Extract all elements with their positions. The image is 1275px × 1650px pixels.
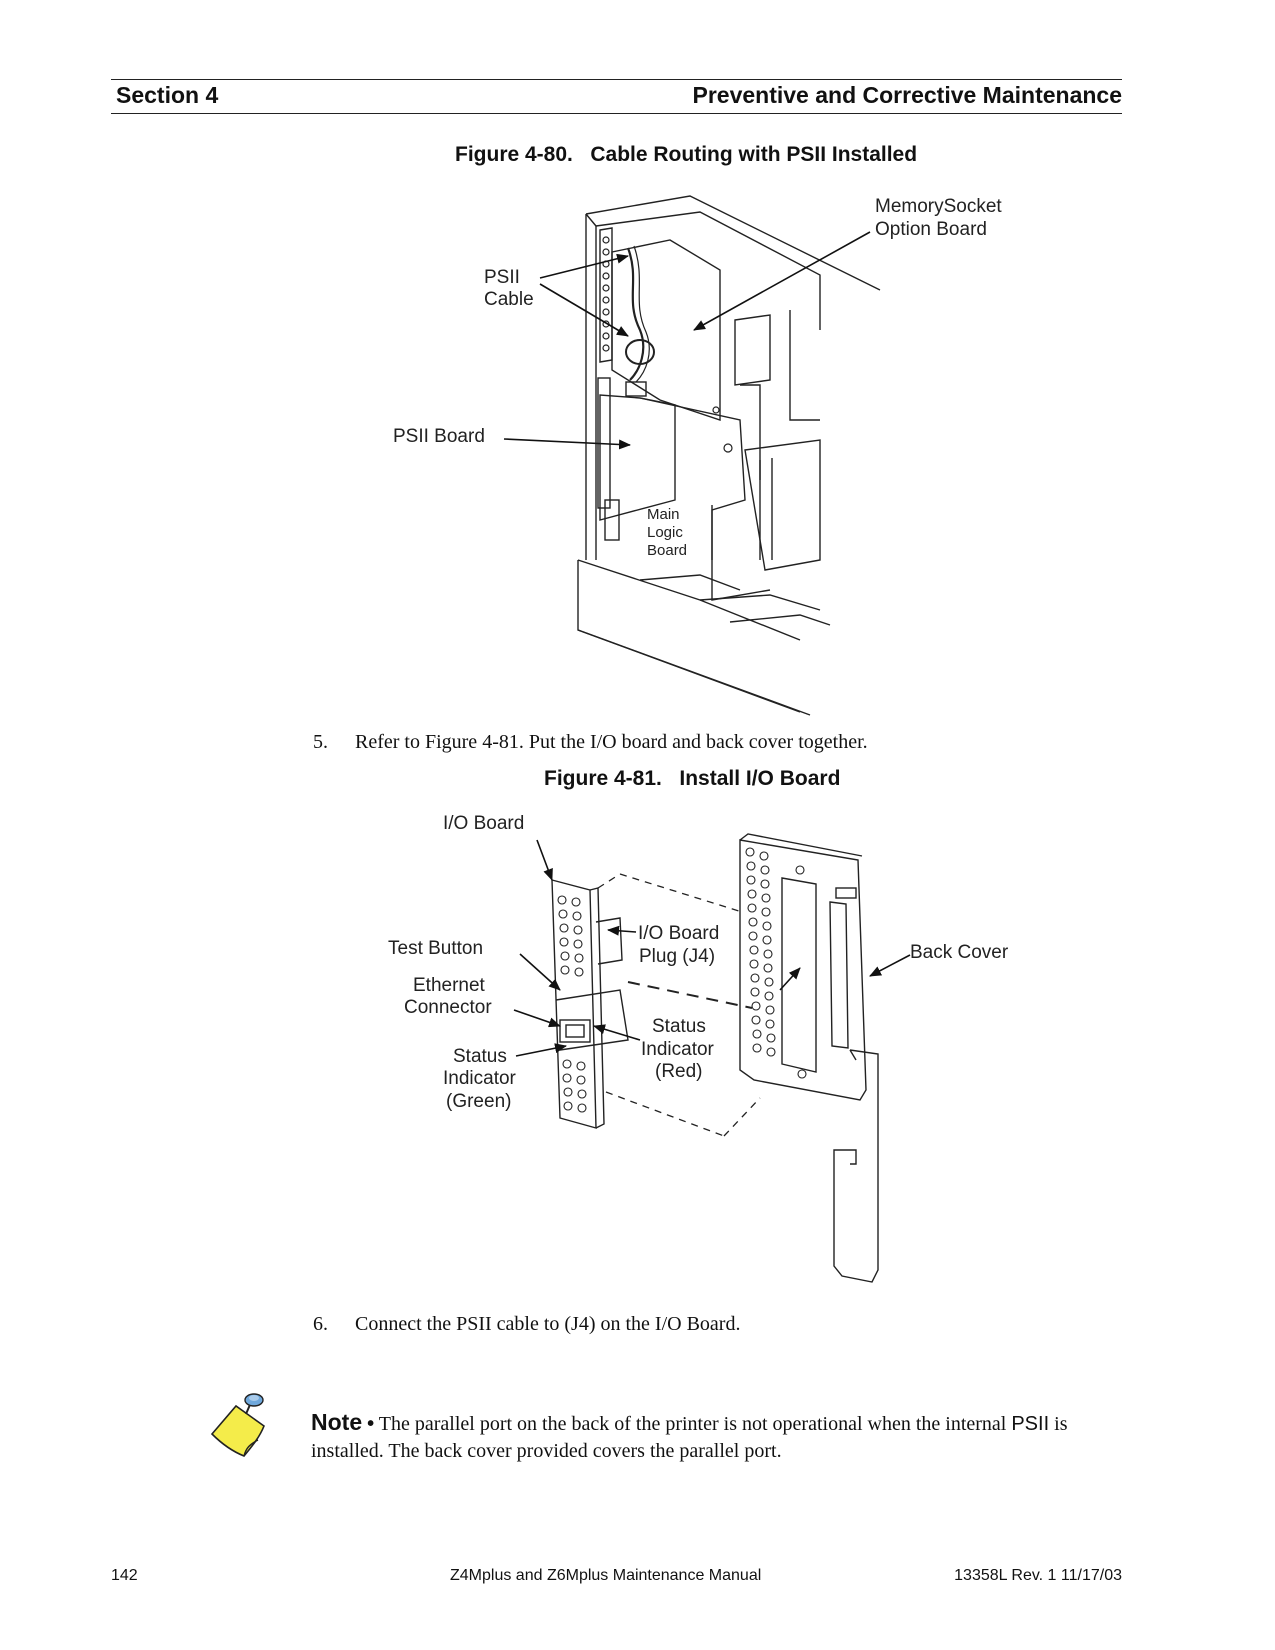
step-5: 5. Refer to Figure 4-81. Put the I/O boar…	[313, 731, 868, 754]
footer-manual-title: Z4Mplus and Z6Mplus Maintenance Manual	[450, 1567, 762, 1584]
figure-81-caption: Figure 4-81. Install I/O Board	[544, 767, 841, 790]
note-text-part2: is installed. The back cover provided co…	[311, 1413, 1068, 1462]
label-status-red-line2: Indicator	[641, 1039, 714, 1060]
label-main-logic-line3: Board	[647, 542, 688, 559]
header-rule-top	[111, 79, 1122, 80]
note-bullet: •	[367, 1413, 375, 1435]
step-5-text: Refer to Figure 4-81. Put the I/O board …	[355, 731, 868, 753]
label-memory-socket-line1: MemorySocket	[875, 196, 1002, 217]
label-main-logic-line1: Main	[647, 506, 680, 523]
label-status-red-line3: (Red)	[655, 1061, 703, 1082]
label-ethernet-line2: Connector	[404, 997, 492, 1018]
label-status-green-line2: Indicator	[443, 1068, 516, 1089]
footer-revision: 13358L Rev. 1 11/17/03	[954, 1567, 1122, 1584]
label-main-logic-line2: Logic	[647, 524, 683, 541]
label-io-board: I/O Board	[443, 813, 525, 834]
label-status-green-line1: Status	[453, 1046, 507, 1067]
note-label: Note	[311, 1409, 363, 1435]
note-block: Note • The parallel port on the back of …	[311, 1409, 1111, 1465]
label-test-button: Test Button	[388, 938, 484, 959]
label-back-cover: Back Cover	[910, 942, 1009, 963]
header-rule-bottom	[111, 113, 1122, 114]
label-status-red-line1: Status	[652, 1016, 706, 1037]
note-psii-word: PSII	[1011, 1413, 1050, 1435]
step-6-text: Connect the PSII cable to (J4) on the I/…	[355, 1313, 741, 1335]
label-plug-line2: Plug (J4)	[639, 946, 716, 967]
step-5-number: 5.	[313, 731, 328, 753]
label-memory-socket-line2: Option Board	[875, 219, 987, 240]
label-psii-board: PSII Board	[393, 426, 485, 447]
label-psii-cable-line2: Cable	[484, 289, 534, 310]
note-pin-icon	[210, 1393, 265, 1457]
step-6-number: 6.	[313, 1313, 328, 1335]
label-status-green-line3: (Green)	[446, 1091, 512, 1112]
label-psii-cable-line1: PSII	[484, 267, 520, 288]
section-title: Preventive and Corrective Maintenance	[692, 82, 1123, 108]
note-text-part1: The parallel port on the back of the pri…	[378, 1413, 1007, 1435]
footer-page-number: 142	[111, 1567, 138, 1584]
section-label: Section 4	[116, 82, 219, 108]
figure-80-caption: Figure 4-80. Cable Routing with PSII Ins…	[455, 143, 918, 166]
label-ethernet-line1: Ethernet	[413, 975, 485, 996]
label-plug-line1: I/O Board	[638, 923, 720, 944]
step-6: 6. Connect the PSII cable to (J4) on the …	[313, 1313, 740, 1336]
